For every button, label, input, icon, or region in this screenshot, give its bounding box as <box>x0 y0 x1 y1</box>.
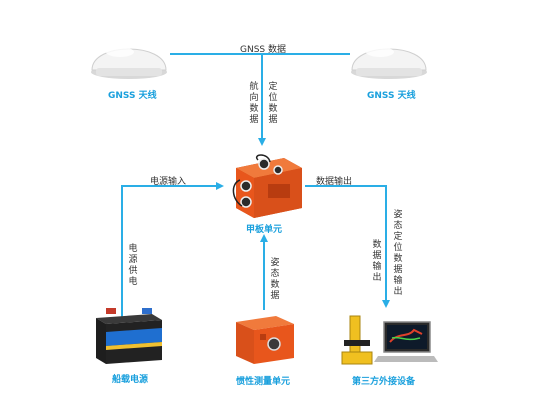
antenna-right-caption: GNSS 天线 <box>367 91 416 101</box>
imu-caption: 惯性测量单元 <box>236 377 291 387</box>
power-supply-label: 电源供电 <box>128 244 138 287</box>
antenna-left-caption: GNSS 天线 <box>108 91 157 101</box>
power-input-label: 电源输入 <box>150 177 187 187</box>
data-output-label: 数据输出 <box>316 177 353 187</box>
data-output-line <box>305 185 390 308</box>
attitude-data-label: 姿态数据 <box>270 258 280 301</box>
ship-battery <box>92 306 166 372</box>
nav-data-label: 航向数据 <box>249 82 259 125</box>
attitude-output-label: 姿态定位数据输出 <box>393 210 403 297</box>
pos-data-label: 定位数据 <box>268 82 278 125</box>
third-party-device <box>338 308 438 372</box>
gnss-antenna-left <box>86 32 172 86</box>
battery-caption: 船载电源 <box>112 375 149 385</box>
gnss-antenna-right <box>346 32 432 86</box>
imu-unit <box>230 312 300 372</box>
deck-unit-caption: 甲板单元 <box>246 225 283 235</box>
gnss-data-label: GNSS 数据 <box>240 45 286 55</box>
deck-unit <box>222 150 304 224</box>
third-party-caption: 第三方外接设备 <box>352 377 416 387</box>
power-input-line <box>121 182 224 318</box>
data-output-v-label: 数据输出 <box>372 240 382 283</box>
